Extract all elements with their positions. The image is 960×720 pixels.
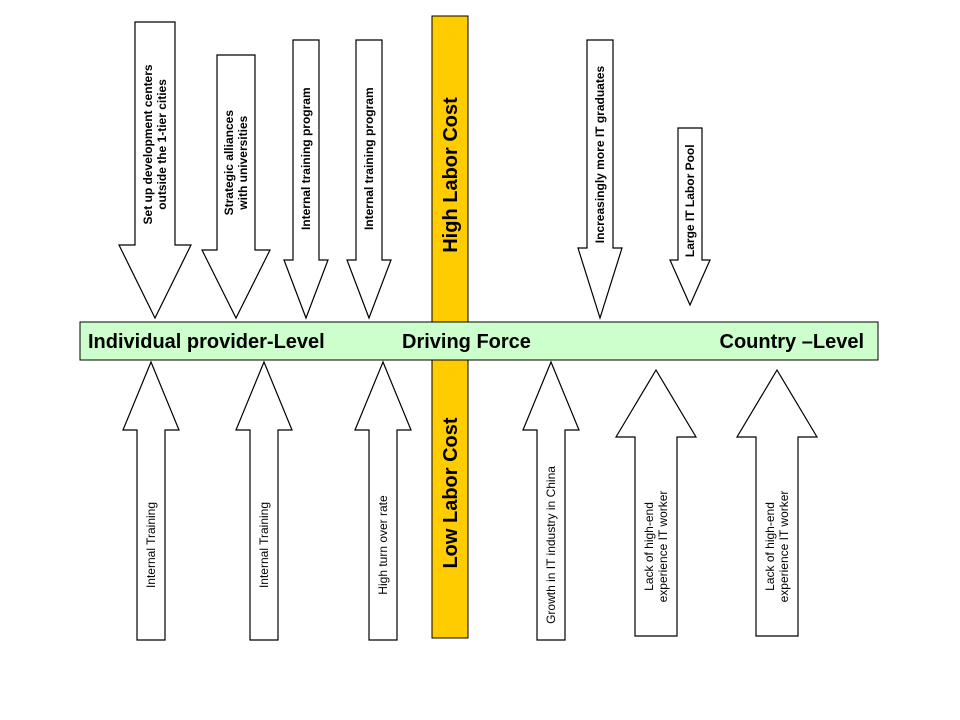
bottom-arrows-group: Internal Training Internal Training High t… [122, 360, 819, 641]
up-arrow-shape [614, 368, 698, 637]
bottom-arrow-3: High turn over rate [354, 360, 412, 641]
bottom-arrow-5-label-line-2: experience IT worker [656, 491, 670, 603]
driving-force-band: Individual provider-Level Driving Force … [79, 321, 879, 361]
bottom-arrow-6-label-line-1: Lack of high-end [763, 502, 777, 591]
high-labor-cost-label: High Labor Cost [440, 97, 462, 253]
down-arrow-shape [669, 127, 711, 307]
top-arrow-4-label-line-1: Internal training program [362, 87, 376, 230]
top-arrow-1-label-line-2: outside the 1-tier cities [155, 79, 169, 210]
top-arrow-1-label-line-1: Set up development centers [141, 64, 155, 224]
up-arrow-shape [735, 368, 819, 637]
bottom-arrow-1-label-line-1: Internal Training [144, 502, 158, 588]
individual-provider-level-label: Individual provider-Level [88, 331, 325, 353]
bottom-arrow-2-label-line-1: Internal Training [257, 502, 271, 588]
down-arrow-shape [346, 39, 392, 320]
top-arrow-3: Internal training program [283, 39, 329, 320]
top-arrow-6: Large IT Labor Pool [669, 127, 711, 307]
top-arrow-6-label-line-1: Large IT Labor Pool [683, 144, 697, 257]
top-arrow-2-label-line-2: with universities [236, 115, 250, 210]
bottom-arrow-5-label-line-1: Lack of high-end [642, 502, 656, 591]
driving-force-label: Driving Force [402, 331, 531, 353]
top-arrow-4: Internal training program [346, 39, 392, 320]
bottom-arrow-6-label-line-2: experience IT worker [777, 491, 791, 603]
bottom-arrow-4: Growth in IT industry in China [522, 360, 580, 641]
bottom-arrow-2: Internal Training [235, 360, 293, 641]
top-arrow-3-label-line-1: Internal training program [299, 87, 313, 230]
down-arrow-shape [283, 39, 329, 320]
up-arrow-shape [122, 360, 180, 641]
bottom-arrow-4-label-line-1: Growth in IT industry in China [544, 466, 558, 624]
bottom-arrow-3-label-line-1: High turn over rate [376, 495, 390, 595]
top-arrow-5: Increasingly more IT graduates [577, 39, 623, 321]
up-arrow-shape [522, 360, 580, 641]
down-arrow-shape [201, 54, 271, 320]
down-arrow-shape [577, 39, 623, 321]
top-arrow-2-label-line-1: Strategic alliances [222, 110, 236, 216]
driving-force-band-rect [79, 321, 879, 361]
down-arrow-shape [118, 21, 192, 320]
up-arrow-shape [235, 360, 293, 641]
top-arrow-5-label-line-1: Increasingly more IT graduates [593, 65, 607, 243]
up-arrow-shape [354, 360, 412, 641]
bottom-arrow-1: Internal Training [122, 360, 180, 641]
low-labor-cost-label: Low Labor Cost [440, 417, 462, 568]
country-level-label: Country –Level [720, 331, 864, 353]
